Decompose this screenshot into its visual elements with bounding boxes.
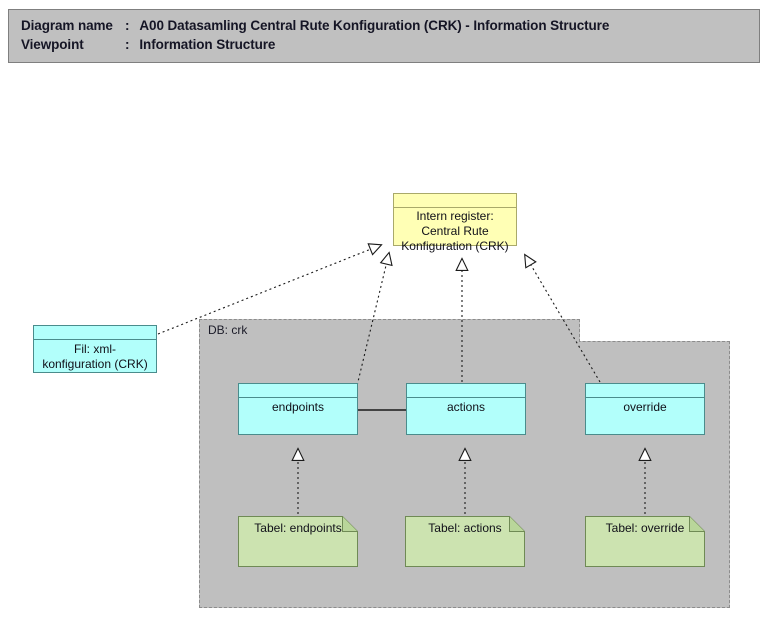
node-fil-xml-konfiguration-label: Fil: xml- konfiguration (CRK)	[42, 342, 148, 371]
group-db-crk-body	[199, 341, 730, 608]
node-intern-register-label: Intern register: Central Rute Konfigurat…	[401, 209, 509, 253]
note-tabel-actions-shape	[405, 516, 525, 567]
viewpoint-row: Viewpoint: Information Structure	[21, 37, 275, 52]
diagram-header-banner: Diagram name: A00 Datasamling Central Rut…	[8, 9, 760, 63]
group-db-crk-tab	[199, 319, 580, 342]
viewpoint-label: Viewpoint	[21, 37, 84, 52]
note-tabel-actions-label: Tabel: actions	[428, 521, 502, 535]
note-tabel-override-shape	[585, 516, 705, 567]
node-actions[interactable]: actions	[406, 383, 526, 435]
node-fil-xml-konfiguration-strip	[34, 326, 156, 340]
node-actions-label: actions	[446, 400, 486, 414]
node-fil-xml-konfiguration[interactable]: Fil: xml- konfiguration (CRK)	[33, 325, 157, 373]
node-endpoints-strip	[239, 384, 357, 398]
viewpoint-value: Information Structure	[139, 37, 276, 52]
note-tabel-actions[interactable]: Tabel: actions	[405, 516, 525, 567]
viewpoint-separator: :	[125, 37, 130, 52]
note-tabel-endpoints-label: Tabel: endpoints	[254, 521, 342, 535]
note-tabel-override-label: Tabel: override	[605, 521, 685, 535]
node-intern-register-strip	[394, 194, 516, 208]
note-tabel-endpoints[interactable]: Tabel: endpoints	[238, 516, 358, 567]
diagram-name-value: A00 Datasamling Central Rute Konfigurati…	[139, 18, 610, 33]
node-endpoints[interactable]: endpoints	[238, 383, 358, 435]
node-actions-strip	[407, 384, 525, 398]
diagram-name-label: Diagram name	[21, 18, 113, 33]
node-intern-register[interactable]: Intern register: Central Rute Konfigurat…	[393, 193, 517, 253]
node-override-strip	[586, 384, 704, 398]
note-tabel-endpoints-shape	[238, 516, 358, 567]
group-db-crk-label: DB: crk	[208, 323, 248, 337]
note-tabel-override[interactable]: Tabel: override	[585, 516, 705, 567]
node-override[interactable]: override	[585, 383, 705, 435]
diagram-name-row: Diagram name: A00 Datasamling Central Rut…	[21, 18, 609, 33]
diagram-name-separator: :	[125, 18, 130, 33]
node-override-label: override	[623, 400, 667, 414]
node-endpoints-label: endpoints	[271, 400, 325, 414]
